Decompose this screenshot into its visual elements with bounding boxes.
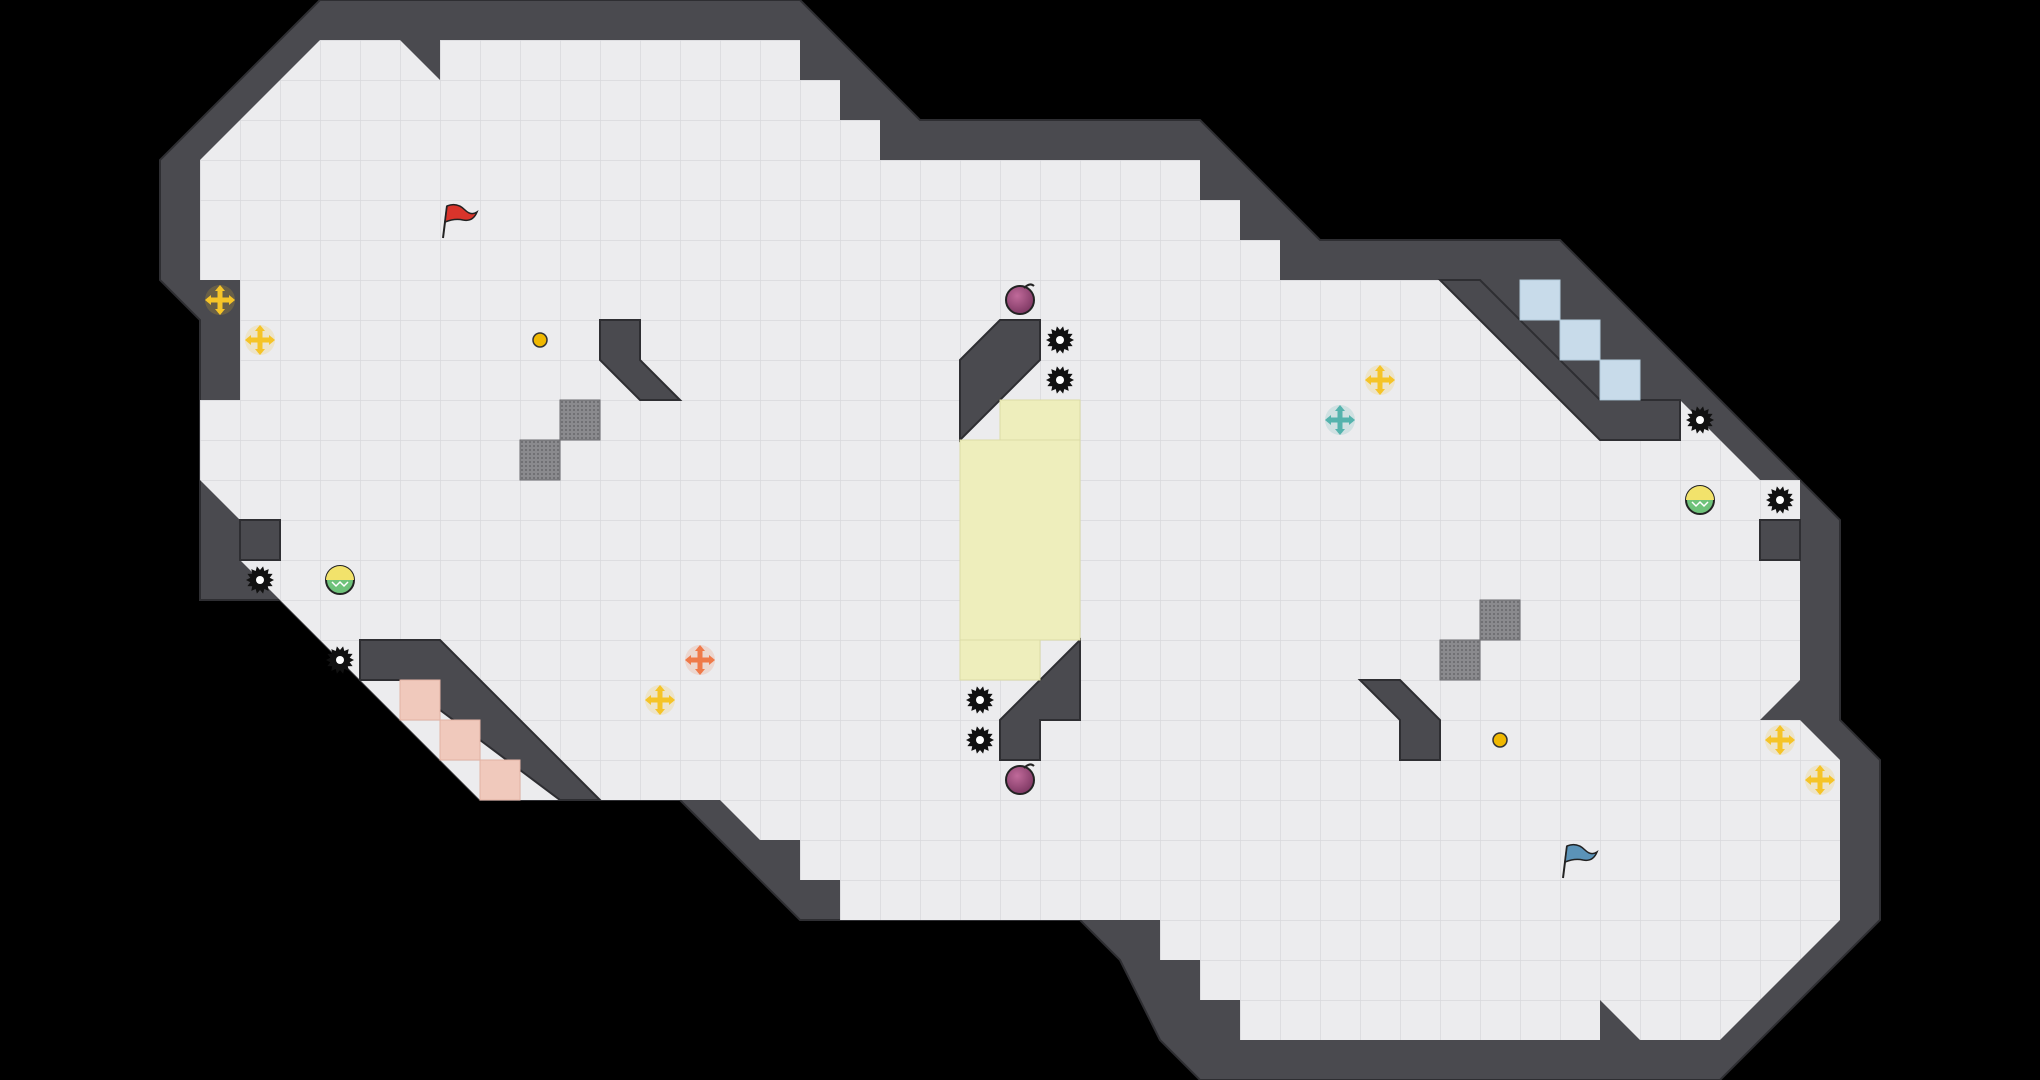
spike (246, 566, 274, 594)
powerup (1685, 485, 1715, 515)
red-team-zone (399, 679, 521, 801)
spike (966, 686, 994, 714)
red-flag (442, 203, 479, 239)
boost-pad (645, 685, 675, 715)
bomb (1005, 283, 1035, 315)
blue-team-zone (1519, 279, 1641, 401)
spike (1046, 326, 1074, 354)
bomb (1005, 763, 1035, 795)
boost-pad (245, 325, 275, 355)
powerup (325, 565, 355, 595)
boost-pads (205, 285, 1835, 795)
red-boost-pad (685, 645, 715, 675)
boost-pad (1765, 725, 1795, 755)
gate-tiles (519, 399, 1521, 681)
spikes (246, 326, 1794, 754)
spike (1686, 406, 1714, 434)
spike (966, 726, 994, 754)
yellow-neutral-zone (959, 399, 1081, 681)
boost-pad (1805, 765, 1835, 795)
spike (1766, 486, 1794, 514)
blue-boost-pad (1325, 405, 1355, 435)
spike (1046, 366, 1074, 394)
blue-flag (1562, 843, 1599, 879)
spike (326, 646, 354, 674)
token (532, 332, 548, 348)
token (1492, 732, 1508, 748)
boost-pad (205, 285, 235, 315)
boost-pad (1365, 365, 1395, 395)
